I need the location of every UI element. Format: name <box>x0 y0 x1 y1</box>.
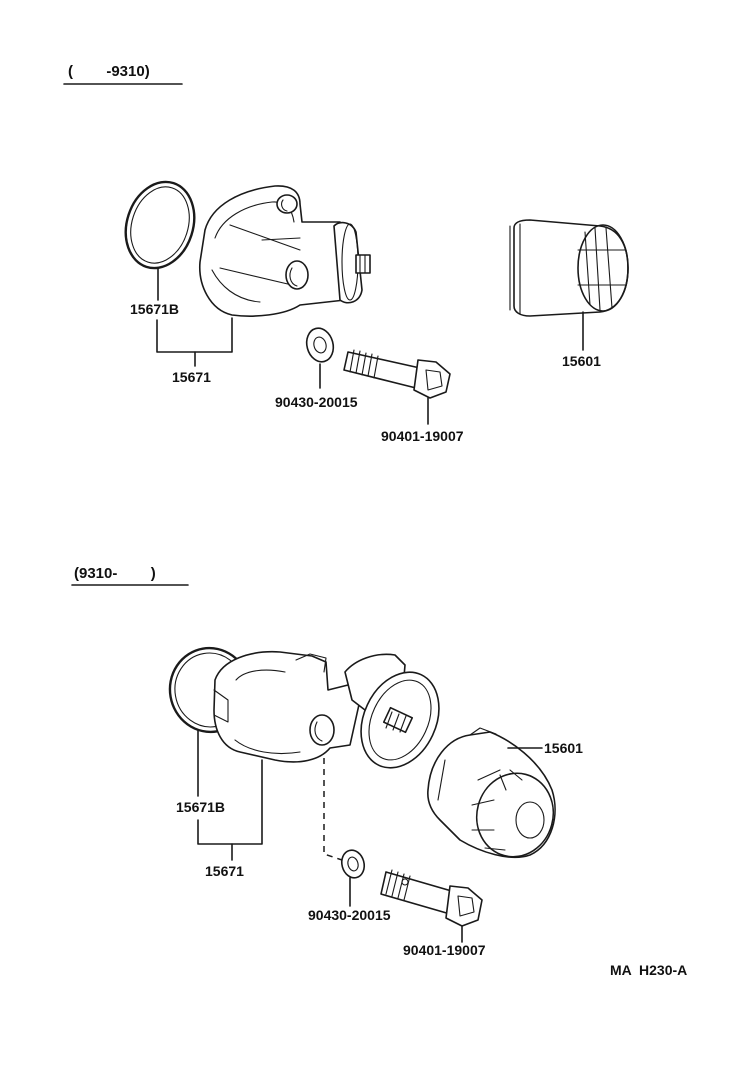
section-top: ( -9310) <box>63 63 629 444</box>
section-bottom: (9310- ) <box>71 565 583 958</box>
washer-top <box>305 327 335 363</box>
part-label-bolt-bottom: 90401-19007 <box>403 942 486 958</box>
bolt-bottom <box>380 869 483 927</box>
part-label-gasket-bottom: 15671B <box>176 799 225 815</box>
bolt-top <box>343 349 451 399</box>
oil-filter-bottom <box>427 727 556 859</box>
filter-bracket-top <box>199 185 371 317</box>
leader-lines-bottom <box>197 729 543 943</box>
part-label-filter-top: 15601 <box>562 353 601 369</box>
part-label-bracket-bottom: 15671 <box>205 863 244 879</box>
oil-filter-top <box>509 219 629 317</box>
alignment-dashed-line <box>323 758 343 861</box>
filter-bracket-bottom <box>213 650 440 769</box>
section-top-range-label: ( -9310) <box>68 63 150 80</box>
part-label-bolt-top: 90401-19007 <box>381 428 464 444</box>
part-label-washer-bottom: 90430-20015 <box>308 907 391 923</box>
part-label-gasket-top: 15671B <box>130 301 179 317</box>
part-label-filter-bottom: 15601 <box>544 740 583 756</box>
leader-lines-top <box>156 267 584 425</box>
part-label-bracket-top: 15671 <box>172 369 211 385</box>
gasket-ring-top <box>124 180 196 270</box>
washer-bottom <box>340 849 366 879</box>
section-bottom-range-label: (9310- ) <box>74 565 156 582</box>
diagram-code-label: MA H230-A <box>610 962 687 978</box>
part-label-washer-top: 90430-20015 <box>275 394 358 410</box>
